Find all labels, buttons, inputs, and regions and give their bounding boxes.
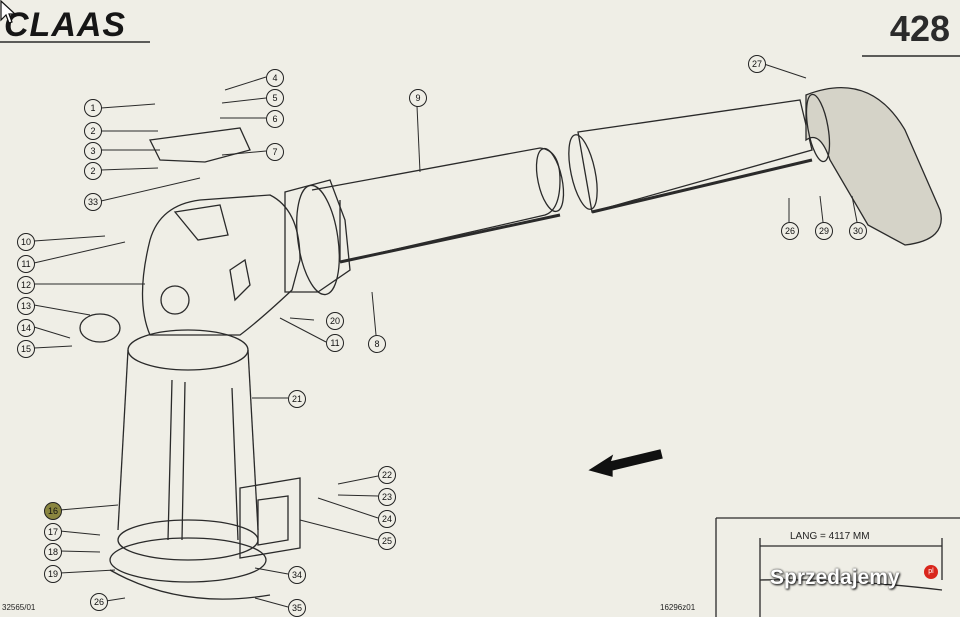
- callout-17: 17: [44, 523, 62, 541]
- callout-25: 25: [378, 532, 396, 550]
- leader-lines: [33, 63, 858, 608]
- mount-bracket: [149, 127, 251, 163]
- reference-right: 16296z01: [660, 603, 696, 612]
- callout-7: 7: [266, 143, 284, 161]
- callout-19: 19: [44, 565, 62, 583]
- discharge-tube-upper: [311, 99, 813, 264]
- reference-left: 32565/01: [2, 603, 36, 612]
- page-number: 428: [889, 8, 950, 49]
- callout-9: 9: [409, 89, 427, 107]
- callout-29: 29: [815, 222, 833, 240]
- claas-logo: CLAAS: [4, 6, 127, 44]
- callout-35: 35: [288, 599, 306, 617]
- callout-30: 30: [849, 222, 867, 240]
- clamp-ring: [79, 313, 121, 343]
- callout-15: 15: [17, 340, 35, 358]
- callout-20: 20: [326, 312, 344, 330]
- callout-3: 3: [84, 142, 102, 160]
- discharge-spout: [805, 87, 942, 246]
- callout-24: 24: [378, 510, 396, 528]
- direction-arrow: [588, 449, 663, 477]
- dimension-inset: [715, 517, 960, 617]
- callout-12: 12: [17, 276, 35, 294]
- callout-26-bottom: 26: [90, 593, 108, 611]
- callout-5: 5: [266, 89, 284, 107]
- callout-14: 14: [17, 319, 35, 337]
- mouse-pointer-icon: [0, 0, 16, 24]
- cover-plate: [239, 477, 301, 559]
- callout-21: 21: [288, 390, 306, 408]
- turret-column: [109, 329, 271, 600]
- callout-34: 34: [288, 566, 306, 584]
- callout-23: 23: [378, 488, 396, 506]
- callout-10: 10: [17, 233, 35, 251]
- callout-2b: 2: [84, 162, 102, 180]
- callout-33: 33: [84, 193, 102, 211]
- callout-6: 6: [266, 110, 284, 128]
- callout-18: 18: [44, 543, 62, 561]
- turret-flange: [284, 179, 351, 296]
- watermark-badge: pl: [924, 565, 938, 579]
- callout-4: 4: [266, 69, 284, 87]
- callout-2: 2: [84, 122, 102, 140]
- callout-26: 26: [781, 222, 799, 240]
- callout-22: 22: [378, 466, 396, 484]
- callout-16: 16: [44, 502, 62, 520]
- callout-11b: 11: [326, 334, 344, 352]
- turret-elbow: [141, 194, 301, 336]
- callout-11: 11: [17, 255, 35, 273]
- callout-1: 1: [84, 99, 102, 117]
- callout-27: 27: [748, 55, 766, 73]
- callout-13: 13: [17, 297, 35, 315]
- length-dimension-label: LANG = 4117 MM: [790, 531, 870, 542]
- watermark-text: Sprzedajemy: [770, 566, 900, 589]
- callout-8: 8: [368, 335, 386, 353]
